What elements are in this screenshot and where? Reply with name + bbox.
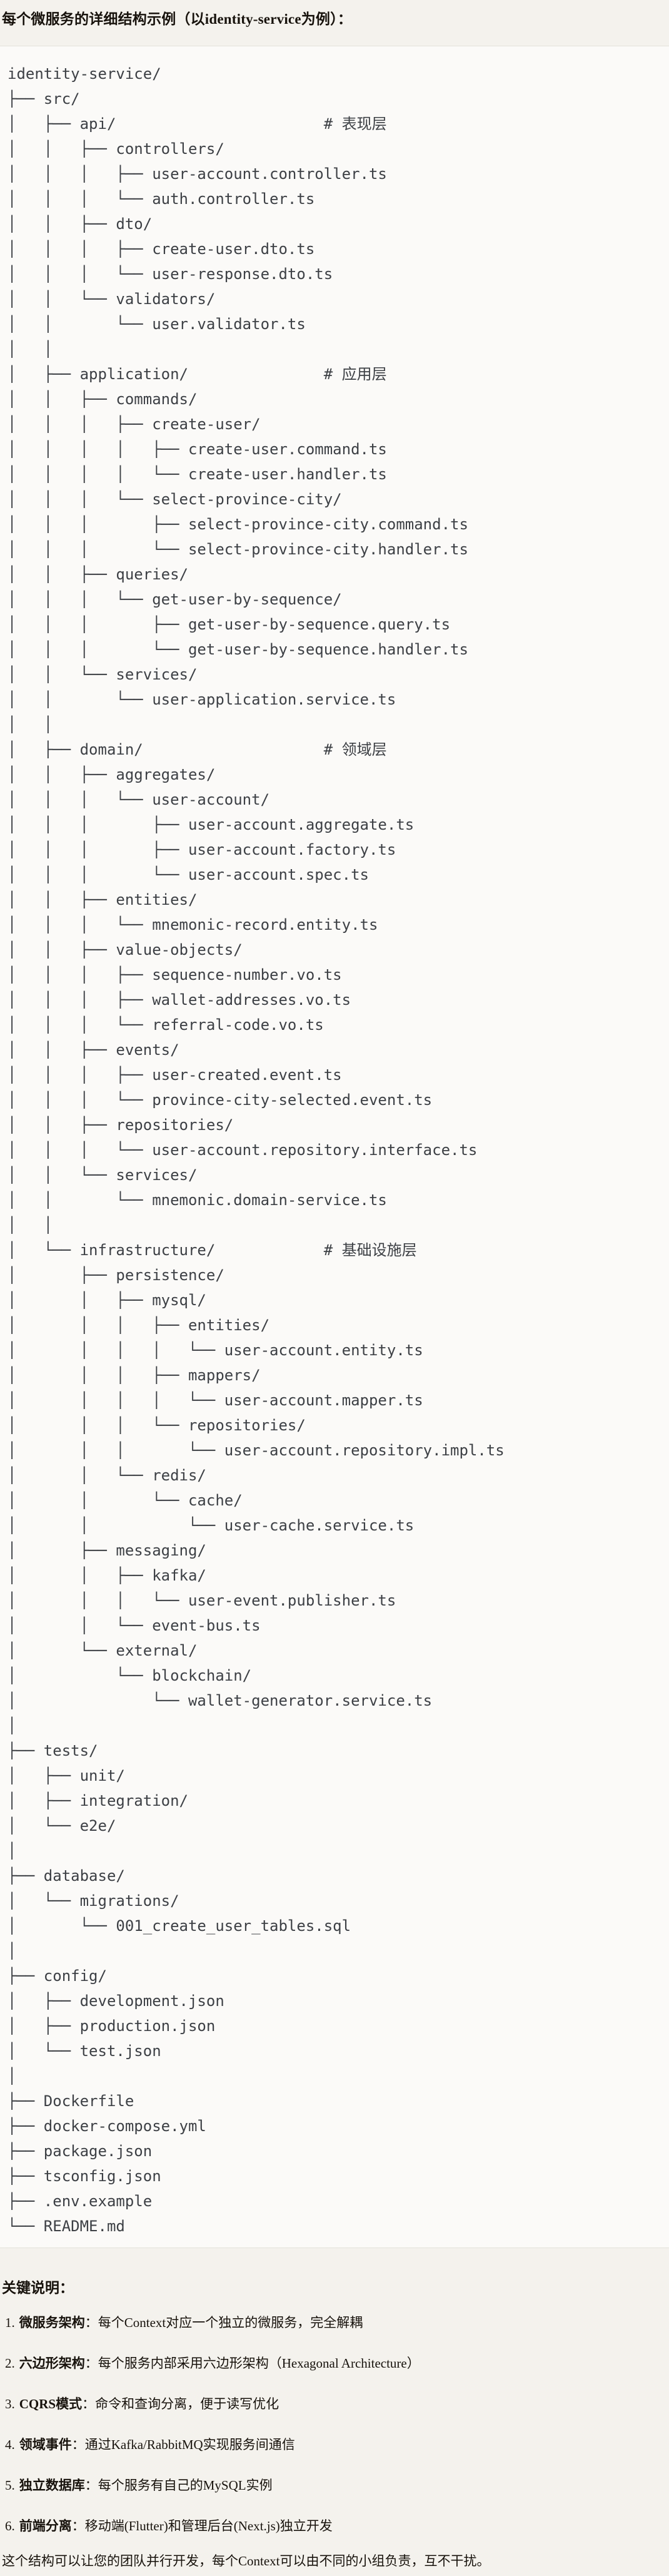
notes-list: 1.微服务架构：每个Context对应一个独立的微服务，完全解耦 2.六边形架构…: [2, 2313, 664, 2535]
note-label: 前端分离: [19, 2518, 72, 2533]
note-label: 领域事件: [19, 2437, 72, 2452]
page-title: 每个微服务的详细结构示例（以identity-service为例）：: [2, 11, 353, 27]
note-number: 4.: [5, 2437, 15, 2452]
note-colon: ：: [84, 2315, 98, 2330]
note-text: 每个服务内部采用六边形架构（Hexagonal Architecture）: [98, 2356, 420, 2371]
note-label: 微服务架构: [19, 2315, 85, 2330]
note-number: 6.: [5, 2518, 15, 2533]
note-item: 4. 领域事件：通过Kafka/RabbitMQ实现服务间通信: [5, 2435, 664, 2454]
closing-paragraph: 这个结构可以让您的团队并行开发，每个Context可以由不同的小组负责，互不干扰…: [2, 2553, 490, 2568]
note-colon: ：: [71, 2518, 85, 2533]
note-text: 每个Context对应一个独立的微服务，完全解耦: [98, 2315, 363, 2330]
notes-section: 关键说明： 1.微服务架构：每个Context对应一个独立的微服务，完全解耦 2…: [0, 2278, 669, 2570]
note-text: 每个服务有自己的MySQL实例: [98, 2478, 273, 2493]
note-label: 独立数据库: [19, 2478, 85, 2493]
note-colon: ：: [82, 2396, 96, 2411]
note-item: 3. CQRS模式：命令和查询分离，便于读写优化: [5, 2395, 664, 2413]
note-text: 命令和查询分离，便于读写优化: [95, 2396, 279, 2411]
note-number: 2.: [5, 2356, 15, 2371]
note-item: 5. 独立数据库：每个服务有自己的MySQL实例: [5, 2476, 664, 2495]
note-colon: ：: [84, 2356, 98, 2371]
note-colon: ：: [84, 2478, 98, 2493]
note-label: 六边形架构: [19, 2356, 85, 2371]
file-tree-text: identity-service/ ├── src/ │ ├── api/ # …: [8, 65, 505, 2235]
note-text: 通过Kafka/RabbitMQ实现服务间通信: [84, 2437, 295, 2452]
notes-heading: 关键说明：: [2, 2280, 74, 2296]
note-label: CQRS模式: [19, 2396, 83, 2411]
note-text: 移动端(Flutter)和管理后台(Next.js)独立开发: [84, 2518, 333, 2533]
note-number: 5.: [5, 2478, 15, 2493]
note-number: 3.: [5, 2396, 15, 2411]
file-tree-code-block: identity-service/ ├── src/ │ ├── api/ # …: [0, 46, 669, 2248]
note-item: 6. 前端分离：移动端(Flutter)和管理后台(Next.js)独立开发: [5, 2517, 664, 2535]
note-colon: ：: [71, 2437, 85, 2452]
note-number: 1.: [5, 2315, 15, 2330]
note-item: 2. 六边形架构：每个服务内部采用六边形架构（Hexagonal Architec…: [5, 2354, 664, 2373]
note-item: 1. 微服务架构：每个Context对应一个独立的微服务，完全解耦: [5, 2313, 664, 2332]
